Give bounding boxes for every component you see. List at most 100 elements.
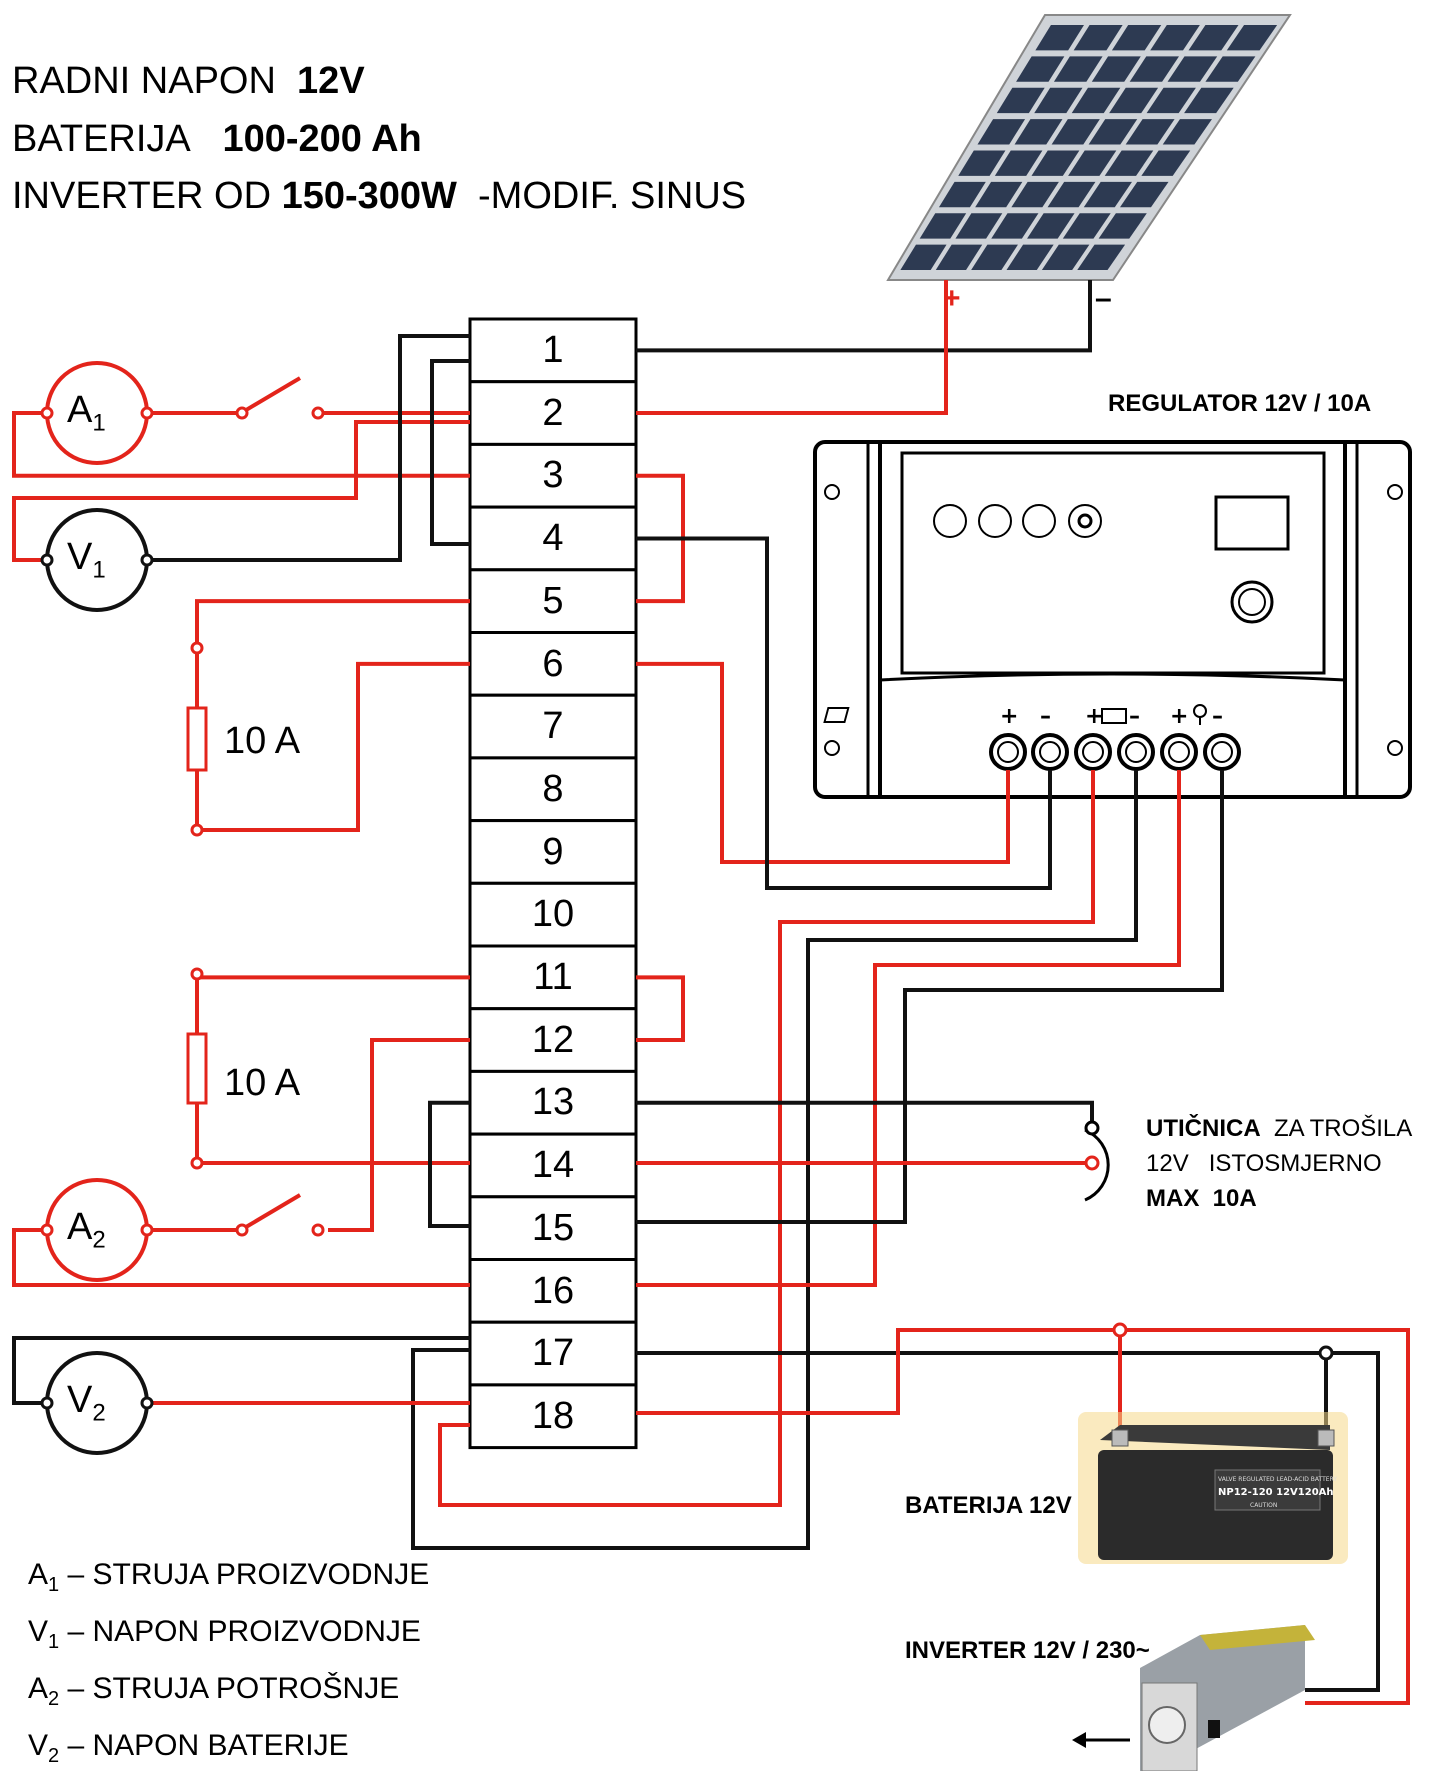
fuse1-label: 10 A <box>224 720 301 762</box>
legend-item: A1 – STRUJA PROIZVODNJE <box>28 1558 430 1596</box>
socket-line1: UTIČNICA ZA TROŠILA <box>1146 1115 1412 1143</box>
terminal-number: 15 <box>531 1206 575 1249</box>
solar-cell <box>1073 25 1123 51</box>
solar-cell <box>1006 244 1054 270</box>
wire-bat-negative-reg <box>411 770 1138 1550</box>
terminal-number: 11 <box>533 956 573 998</box>
spec-battery-value: 100-200 Ah <box>222 118 422 160</box>
terminal-number: 14 <box>531 1144 575 1187</box>
terminal-13 <box>468 1069 638 1136</box>
svg-text:–: – <box>1040 704 1051 729</box>
regulator-port <box>1117 733 1155 771</box>
solar-cell <box>1016 56 1065 82</box>
terminal-number: 16 <box>531 1269 575 1312</box>
terminal-14 <box>468 1132 638 1199</box>
solar-cell <box>1205 56 1256 82</box>
solar-cell <box>938 181 986 208</box>
terminal-number: 13 <box>531 1081 575 1124</box>
solar-cell <box>958 150 1006 176</box>
solar-cell <box>1146 87 1196 114</box>
spec-inverter-value: 150-300W <box>281 175 457 217</box>
wire-inverter-negative <box>636 1351 1380 1692</box>
svg-text:+: + <box>1000 704 1018 729</box>
solar-cell <box>1014 119 1063 145</box>
solar-cell <box>1119 181 1169 208</box>
wire-v1-positive <box>12 420 470 562</box>
wire-a2-switch <box>328 1038 470 1232</box>
wire-pv-positive <box>636 661 1010 864</box>
fuse-1 <box>186 706 208 772</box>
terminal-10 <box>468 881 638 948</box>
terminal-7 <box>468 693 638 760</box>
meter-label-a2: A2 <box>67 1206 106 1254</box>
battery-label: BATERIJA 12V <box>905 1492 1072 1519</box>
terminal-number: 4 <box>542 517 564 560</box>
solar-minus-label: – <box>1095 282 1112 315</box>
terminal-18 <box>468 1383 638 1450</box>
solar-cell <box>975 181 1023 208</box>
wire-socket-negative <box>636 1100 1094 1128</box>
dc-socket <box>1084 1120 1110 1202</box>
wire-fuse1-top <box>195 599 470 648</box>
svg-text:–: – <box>1129 704 1140 729</box>
wire-bridge-2-4 <box>430 359 470 546</box>
socket-line3: MAX 10A <box>1146 1185 1257 1212</box>
terminal-3 <box>468 442 638 509</box>
wire-bridge-11-12 <box>636 975 685 1043</box>
inverter-image <box>1072 1625 1315 1771</box>
terminal-9 <box>468 819 638 885</box>
svg-text:–: – <box>1212 704 1223 729</box>
solar-cell <box>971 244 1018 270</box>
regulator-port <box>1074 733 1112 771</box>
wire-v1-negative <box>148 334 470 562</box>
wire-a1-return <box>12 411 470 478</box>
fuse-2 <box>186 1032 208 1105</box>
meter-label-v2: V2 <box>67 1379 106 1427</box>
socket-line2: 12V ISTOSMJERNO <box>1146 1150 1382 1177</box>
wire-load-negative <box>636 770 1224 1224</box>
wire-v2-negative <box>12 1336 470 1405</box>
wire-bat-positive-reg <box>438 770 1095 1507</box>
solar-cell <box>1162 119 1212 145</box>
solar-cell <box>1088 119 1138 145</box>
wire-a2-return <box>12 1228 470 1287</box>
terminal-number: 3 <box>542 454 564 497</box>
terminal-number: 6 <box>542 642 564 685</box>
solar-cell <box>1083 181 1132 208</box>
terminal-17 <box>468 1320 638 1387</box>
battery-header: VALVE REGULATED LEAD-ACID BATTERY <box>1218 1476 1337 1483</box>
spec-inverter-label: INVERTER OD <box>12 175 272 217</box>
solar-cell <box>1068 150 1117 176</box>
solar-cell <box>1077 244 1126 270</box>
solar-cell <box>977 119 1026 145</box>
regulator-title: REGULATOR 12V / 10A <box>1108 390 1372 417</box>
wire-load-positive <box>636 770 1181 1287</box>
solar-cell <box>1031 150 1080 176</box>
solar-cell <box>1091 56 1141 82</box>
solar-cell <box>1051 119 1100 145</box>
battery-caution: CAUTION <box>1250 1502 1277 1509</box>
solar-cell <box>1047 181 1096 208</box>
regulator-port <box>1203 733 1241 771</box>
wire-solar-positive <box>636 280 948 416</box>
fuse2-label: 10 A <box>224 1062 301 1104</box>
legend-item: V2 – NAPON BATERIJE <box>28 1729 349 1767</box>
spec-battery-label: BATERIJA <box>12 118 191 160</box>
charge-regulator: + – + – + – <box>813 440 1412 799</box>
regulator-port <box>1160 733 1198 771</box>
solar-cell <box>1104 150 1154 176</box>
wire-bridge-13-15 <box>428 1100 470 1228</box>
wire-fuse2-top <box>195 975 470 1038</box>
inverter-label: INVERTER 12V / 230~ <box>905 1637 1150 1664</box>
switch-a1 <box>244 376 302 412</box>
solar-cell <box>955 213 1003 239</box>
solar-cell <box>994 150 1043 176</box>
solar-cell <box>1053 56 1103 82</box>
terminal-6 <box>468 631 638 697</box>
terminal-number: 18 <box>531 1394 575 1437</box>
solar-cell <box>1062 213 1111 239</box>
terminal-number: 1 <box>542 329 564 371</box>
solar-cell <box>1141 150 1191 176</box>
svg-text:+: + <box>1085 704 1103 729</box>
spec-inverter-suffix: -MODIF. SINUS <box>478 175 747 217</box>
